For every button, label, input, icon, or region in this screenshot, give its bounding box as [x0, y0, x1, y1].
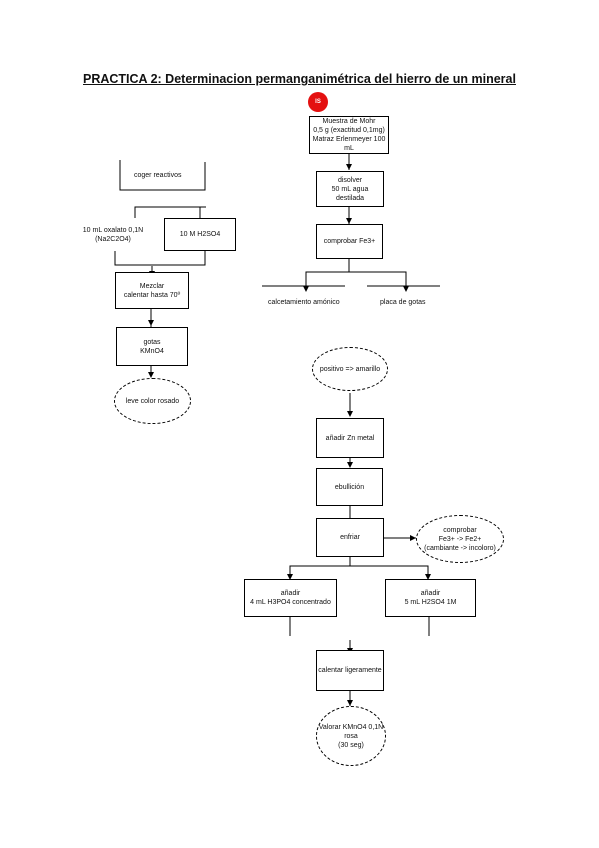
sample-line: Muestra de Mohr [322, 118, 376, 125]
test-drop-plate-label: placa de gotas [380, 299, 426, 306]
check-fe3-box: comprobar Fe3+ [316, 224, 383, 259]
add-zn-label: añadir Zn metal [325, 434, 375, 442]
check-fe3-label: comprobar Fe3+ [323, 238, 376, 245]
boil-label: ebullición [334, 483, 365, 491]
positive-yellow-oval: positivo => amarillo [312, 347, 388, 391]
connector-split-left [134, 206, 206, 218]
connector-cool-split-right [350, 565, 429, 578]
add-h3po4-box: añadir 4 mL H3PO4 concentrado [244, 579, 337, 617]
arrowhead [287, 574, 293, 580]
oxalate-box: 10 mL oxalato 0,1N (Na2C2O4) [74, 218, 152, 251]
boil-box: ebullición [316, 468, 383, 506]
connector-merge [114, 250, 206, 266]
heat-label: calentar ligeramente [318, 667, 382, 674]
positive-label: positivo => amarillo [319, 365, 381, 373]
add-h2so4-line: 5 mL H2SO4 1M [404, 599, 457, 606]
sample-box: Muestra de Mohr 0,5 g (exactitud 0,1mg) … [309, 116, 389, 154]
check-reduction-oval: comprobar Fe3+ -> Fe2+ (cambiante -> inc… [416, 515, 504, 563]
connector-check-split [305, 258, 350, 290]
drops-box: gotas KMnO4 [116, 327, 188, 366]
result-label: leve color rosado [125, 397, 180, 405]
add-h2so4-box: añadir 5 mL H2SO4 1M [385, 579, 476, 617]
arrowhead [148, 372, 154, 378]
drops-line: KMnO4 [140, 347, 164, 355]
check-note-line: comprobar [443, 526, 477, 534]
arrowhead [347, 462, 353, 468]
oxalate-line: (Na2C2O4) [95, 235, 131, 243]
mix-box: Mezclar calentar hasta 70º [115, 272, 189, 309]
acid-box: 10 M H2SO4 [164, 218, 236, 251]
add-h2so4-line: añadir [420, 590, 441, 597]
sample-line: 0,5 g (exactitud 0,1mg) [313, 127, 385, 134]
titrate-oval: Valorar KMnO4 0,1N rosa (30 seg) [316, 706, 386, 766]
add-h3po4-line: 4 mL H3PO4 concentrado [250, 599, 331, 606]
mix-line: calentar hasta 70º [123, 291, 181, 299]
mix-line: Mezclar [139, 282, 165, 290]
arrowhead [347, 411, 353, 417]
heat-box: calentar ligeramente [316, 650, 384, 691]
check-note-line: Fe3+ -> Fe2+ [438, 535, 482, 543]
get-reagents-label: coger reactivos [134, 172, 182, 179]
connector-check-split-right [349, 271, 407, 290]
result-oval: leve color rosado [114, 378, 191, 424]
arrowhead [425, 574, 431, 580]
arrowhead [303, 286, 309, 292]
drops-line: gotas [143, 338, 161, 346]
dissolve-line: disolver [337, 176, 363, 184]
dissolve-box: disolver 50 mL agua destilada [316, 171, 384, 207]
connector-cool-split [289, 556, 351, 578]
cool-box: enfriar [316, 518, 384, 557]
add-zn-box: añadir Zn metal [316, 418, 384, 458]
titrate-line: rosa [344, 732, 358, 740]
arrowhead [148, 320, 154, 326]
arrowhead [347, 700, 353, 706]
sample-line: Matraz Erlenmeyer 100 mL [312, 136, 386, 152]
add-h3po4-line: añadir [280, 590, 301, 597]
check-note-line: (cambiante -> incoloro) [424, 544, 496, 552]
dissolve-line: 50 mL agua destilada [331, 185, 369, 202]
connector-reagents [119, 160, 206, 191]
arrowhead [346, 164, 352, 170]
arrowhead [410, 535, 416, 541]
oxalate-line: 10 mL oxalato 0,1N [82, 226, 144, 234]
arrowhead [346, 218, 352, 224]
start-node: IS [308, 92, 328, 112]
cool-label: enfriar [340, 534, 360, 541]
arrowhead [403, 286, 409, 292]
page-title: PRACTICA 2: Determinacion permanganimétr… [83, 72, 516, 86]
titrate-line: Valorar KMnO4 0,1N [318, 723, 384, 731]
test-ammonium-label: calcetamiento amónico [268, 299, 340, 306]
acid-label: 10 M H2SO4 [179, 231, 221, 238]
connector-split-right [199, 206, 206, 218]
titrate-line: (30 seg) [338, 741, 364, 749]
